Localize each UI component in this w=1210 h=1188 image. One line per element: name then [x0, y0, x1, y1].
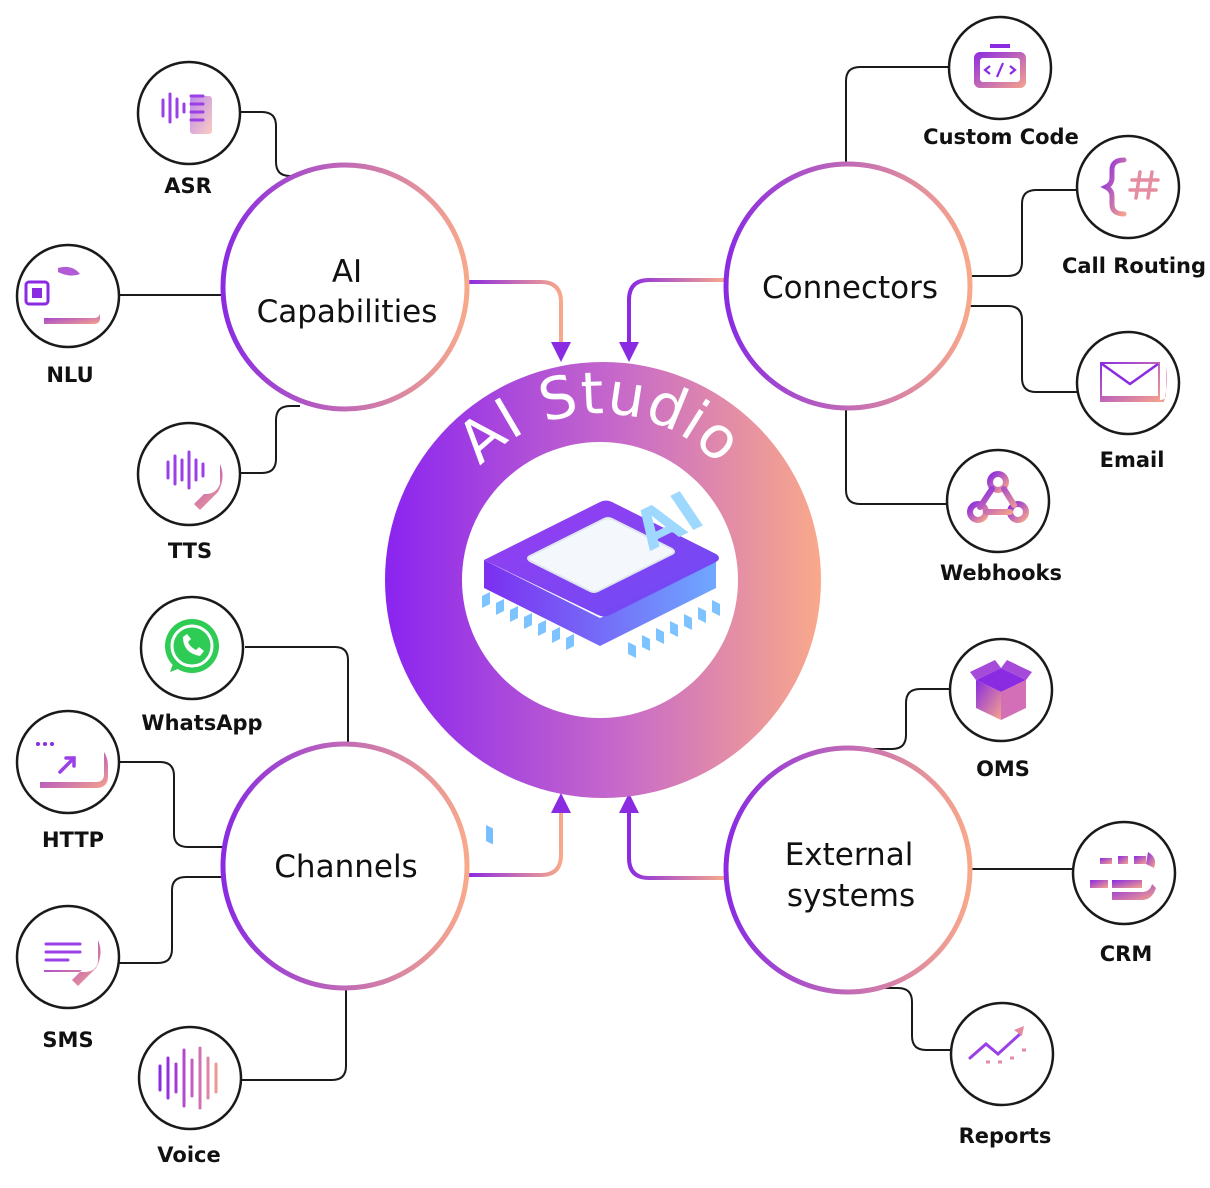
- node-call-routing[interactable]: Call Routing: [1062, 134, 1206, 278]
- node-nlu-label: NLU: [46, 363, 93, 387]
- node-custom-code-label: Custom Code: [923, 125, 1079, 149]
- node-voice-label: Voice: [157, 1143, 220, 1167]
- node-voice[interactable]: Voice: [137, 1025, 243, 1167]
- braces-hash-icon: [1100, 157, 1160, 217]
- external-systems-link: [619, 793, 724, 880]
- node-asr[interactable]: ASR: [136, 60, 242, 198]
- whatsapp-link: [245, 646, 349, 742]
- whatsapp-icon: [165, 619, 219, 673]
- node-http-label: HTTP: [42, 828, 104, 852]
- database-icon: [1090, 852, 1156, 900]
- webhooks-link: [845, 410, 946, 505]
- hub-ai-capabilities-line1: AI: [332, 254, 362, 290]
- hub-external-systems-line1: External: [785, 837, 914, 873]
- node-whatsapp[interactable]: WhatsApp: [139, 595, 263, 735]
- reports-link: [880, 987, 950, 1051]
- node-crm[interactable]: CRM: [1071, 820, 1177, 966]
- call-routing-link: [970, 189, 1077, 277]
- hub-ai-capabilities[interactable]: AI Capabilities: [220, 162, 470, 412]
- node-asr-label: ASR: [164, 174, 212, 198]
- chip-chat-icon: [24, 266, 100, 324]
- webhook-icon: [967, 471, 1029, 523]
- hub-channels[interactable]: Channels: [220, 741, 470, 991]
- asr-link: [240, 111, 305, 177]
- node-email[interactable]: Email: [1075, 330, 1181, 472]
- node-oms[interactable]: OMS: [948, 637, 1054, 781]
- node-crm-label: CRM: [1100, 942, 1152, 966]
- growth-chart-icon: [968, 1026, 1026, 1082]
- node-nlu[interactable]: NLU: [15, 243, 121, 387]
- ai-chip-icon: AI: [482, 481, 720, 845]
- sms-link: [118, 876, 224, 964]
- node-sms-label: SMS: [42, 1028, 93, 1052]
- hub-channels-line1: Channels: [274, 849, 417, 885]
- code-briefcase-icon: [974, 44, 1026, 88]
- audio-text-icon: [161, 92, 212, 134]
- envelope-icon: [1100, 362, 1167, 402]
- ai-capabilities-link: [468, 280, 571, 362]
- node-webhooks[interactable]: Webhooks: [940, 448, 1062, 585]
- chip-pins: [482, 592, 720, 658]
- speech-wave-icon: [166, 450, 223, 510]
- node-reports[interactable]: Reports: [949, 1001, 1055, 1148]
- channels-link: [468, 793, 571, 877]
- node-reports-label: Reports: [959, 1124, 1052, 1148]
- hub-external-systems[interactable]: External systems: [723, 745, 973, 995]
- voice-wave-icon: [158, 1046, 218, 1110]
- hub-to-center-links: [468, 278, 724, 880]
- node-webhooks-label: Webhooks: [940, 561, 1062, 585]
- node-email-label: Email: [1100, 448, 1165, 472]
- node-oms-label: OMS: [976, 757, 1030, 781]
- connectors-link: [619, 278, 724, 362]
- hub-external-systems-line2: systems: [787, 878, 915, 914]
- node-tts[interactable]: TTS: [136, 421, 242, 563]
- node-whatsapp-label: WhatsApp: [141, 711, 262, 735]
- hub-ai-capabilities-line2: Capabilities: [257, 294, 438, 330]
- node-connector-lines: [118, 66, 1077, 1081]
- ai-studio-core: AI Studio: [385, 359, 821, 845]
- voice-link: [240, 985, 347, 1081]
- custom-code-link: [845, 66, 948, 162]
- http-link: [118, 761, 224, 848]
- box-icon: [970, 660, 1032, 720]
- hub-connectors[interactable]: Connectors: [723, 161, 973, 411]
- tts-link: [240, 405, 300, 474]
- node-call-routing-label: Call Routing: [1062, 254, 1206, 278]
- oms-link: [860, 688, 950, 750]
- message-icon: [44, 940, 101, 986]
- node-custom-code[interactable]: Custom Code: [923, 15, 1079, 149]
- hub-connectors-line1: Connectors: [762, 270, 938, 306]
- node-http[interactable]: HTTP: [15, 709, 121, 852]
- node-tts-label: TTS: [168, 539, 212, 563]
- browser-link-icon: [36, 742, 108, 788]
- node-sms[interactable]: SMS: [15, 904, 121, 1052]
- email-link: [970, 305, 1077, 393]
